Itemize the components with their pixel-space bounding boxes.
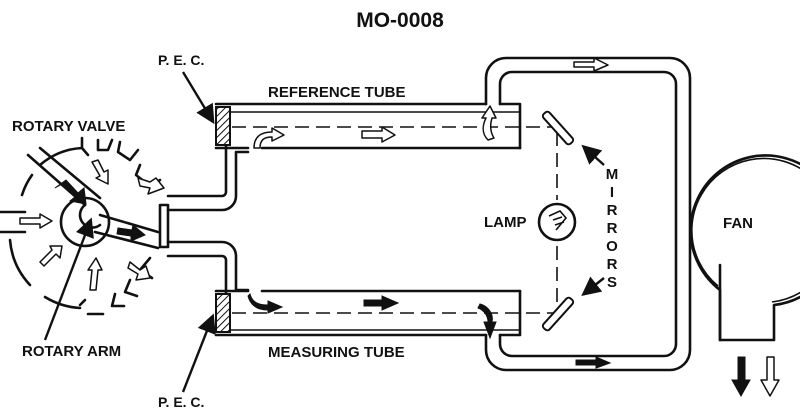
mirrors-letter: R bbox=[607, 220, 618, 237]
reference-flow-arrow bbox=[87, 257, 103, 291]
manifold bbox=[158, 136, 250, 302]
mirrors-letter: R bbox=[607, 202, 618, 219]
reference-flow-arrow bbox=[481, 105, 497, 141]
reference-flow-arrow bbox=[91, 159, 109, 185]
leader-lines bbox=[43, 71, 605, 393]
label-pec-top: P. E. C. bbox=[158, 52, 204, 68]
exhaust-solid-arrow bbox=[731, 356, 751, 398]
sample-flow-arrow bbox=[54, 179, 87, 205]
exhaust-open-arrow bbox=[760, 356, 780, 397]
mirror-bottom bbox=[541, 296, 575, 332]
label-mirrors: M I R R O R S bbox=[606, 166, 619, 291]
label-rotary-valve: ROTARY VALVE bbox=[12, 118, 125, 135]
label-lamp: LAMP bbox=[484, 214, 527, 231]
sample-flow-arrow bbox=[247, 293, 284, 314]
mirrors-letter: S bbox=[607, 274, 617, 291]
measuring-tube bbox=[214, 289, 555, 340]
mirrors-letter: I bbox=[610, 184, 614, 201]
sample-flow-arrow bbox=[116, 224, 146, 242]
label-fan: FAN bbox=[723, 215, 753, 232]
fan bbox=[689, 154, 800, 398]
reference-flow-arrow bbox=[19, 213, 53, 229]
reference-flow-arrow bbox=[127, 261, 151, 281]
return-duct bbox=[484, 56, 692, 372]
pec-sensor-bottom bbox=[215, 293, 231, 333]
label-reference-tube: REFERENCE TUBE bbox=[268, 84, 406, 101]
reference-flow-arrow bbox=[39, 245, 63, 267]
mirrors-letter: R bbox=[607, 256, 618, 273]
label-measuring-tube: MEASURING TUBE bbox=[268, 344, 405, 361]
lamp-bulb-icon bbox=[537, 202, 577, 242]
reference-flow-arrow bbox=[361, 126, 396, 143]
pec-sensor-top bbox=[215, 106, 231, 146]
sample-flow-arrow bbox=[477, 303, 497, 340]
sample-flow-arrow bbox=[363, 295, 400, 311]
mirrors-letter: O bbox=[606, 238, 618, 255]
rotary-valve bbox=[0, 136, 165, 316]
sample-flow-arrow bbox=[575, 356, 612, 369]
optical-path bbox=[537, 110, 577, 332]
mirror-top bbox=[541, 110, 575, 146]
reference-flow-arrow bbox=[137, 177, 165, 195]
reference-tube bbox=[214, 102, 555, 150]
reference-flow-arrow bbox=[253, 127, 285, 149]
label-rotary-arm: ROTARY ARM bbox=[22, 343, 121, 360]
reference-flow-arrow bbox=[573, 57, 609, 72]
diagram-title: MO-0008 bbox=[356, 9, 444, 32]
mirrors-letter: M bbox=[606, 166, 619, 183]
label-pec-bottom: P. E. C. bbox=[158, 394, 204, 409]
